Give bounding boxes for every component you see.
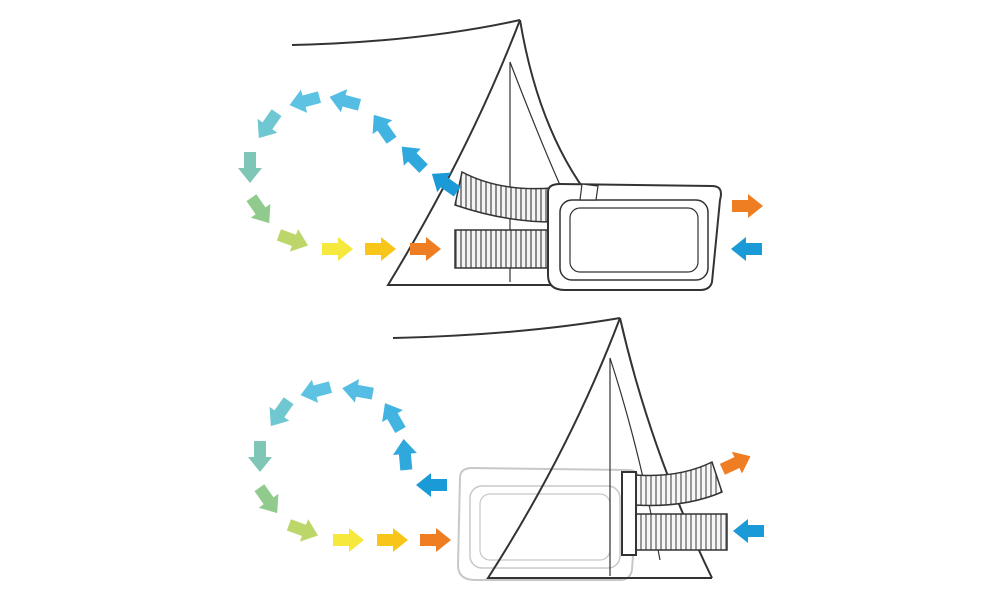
intake-arrow-bottom — [733, 519, 764, 543]
airflow-loop-arrow-bottom — [269, 397, 294, 427]
tent-top — [291, 19, 601, 286]
airflow-loop-arrow-top — [431, 172, 461, 197]
airflow-loop-arrow-top — [238, 152, 262, 183]
panel-top — [291, 19, 722, 291]
airflow-loop-arrow-bottom — [420, 528, 451, 552]
airflow-loop-arrow-top — [289, 89, 322, 113]
airflow-loop-arrow-bottom — [248, 441, 272, 472]
airflow-loop-arrow-bottom — [416, 473, 447, 497]
airflow-loop-arrow-bottom — [342, 379, 374, 403]
exhaust-hose-bottom — [634, 460, 723, 507]
intake-hose-top — [454, 229, 553, 269]
airflow-loop-arrow-top — [365, 237, 396, 261]
airflow-loop-arrow-bottom — [377, 528, 408, 552]
airflow-loop-arrow-bottom — [392, 439, 417, 471]
airflow-loop-arrow-top — [322, 237, 353, 261]
airflow-loop-arrow-top — [257, 109, 282, 139]
airflow-arrows — [238, 89, 764, 552]
airflow-loop-arrow-top — [329, 89, 362, 113]
airflow-loop-arrow-bottom — [254, 484, 279, 514]
airflow-loop-arrow-bottom — [300, 379, 333, 403]
exhaust-arrow-top — [732, 194, 763, 218]
exhaust-hose-top — [454, 170, 553, 223]
exhaust-arrow-bottom — [719, 451, 751, 475]
airflow-loop-arrow-top — [372, 114, 397, 144]
airflow-loop-arrow-top — [246, 194, 271, 224]
airflow-loop-arrow-top — [276, 229, 309, 252]
ac-unit-top — [547, 182, 722, 291]
airflow-loop-arrow-bottom — [382, 403, 406, 433]
panel-bottom — [392, 317, 728, 581]
ac-unit-bottom-end — [621, 471, 637, 556]
airflow-loop-arrow-bottom — [286, 519, 319, 542]
airflow-loop-arrow-top — [401, 146, 428, 173]
intake-hose-bottom — [634, 513, 728, 551]
airflow-loop-arrow-bottom — [333, 528, 364, 552]
ac-unit-bottom-faded — [456, 466, 640, 581]
intake-arrow-top — [731, 237, 762, 261]
airflow-loop-arrow-top — [410, 237, 441, 261]
